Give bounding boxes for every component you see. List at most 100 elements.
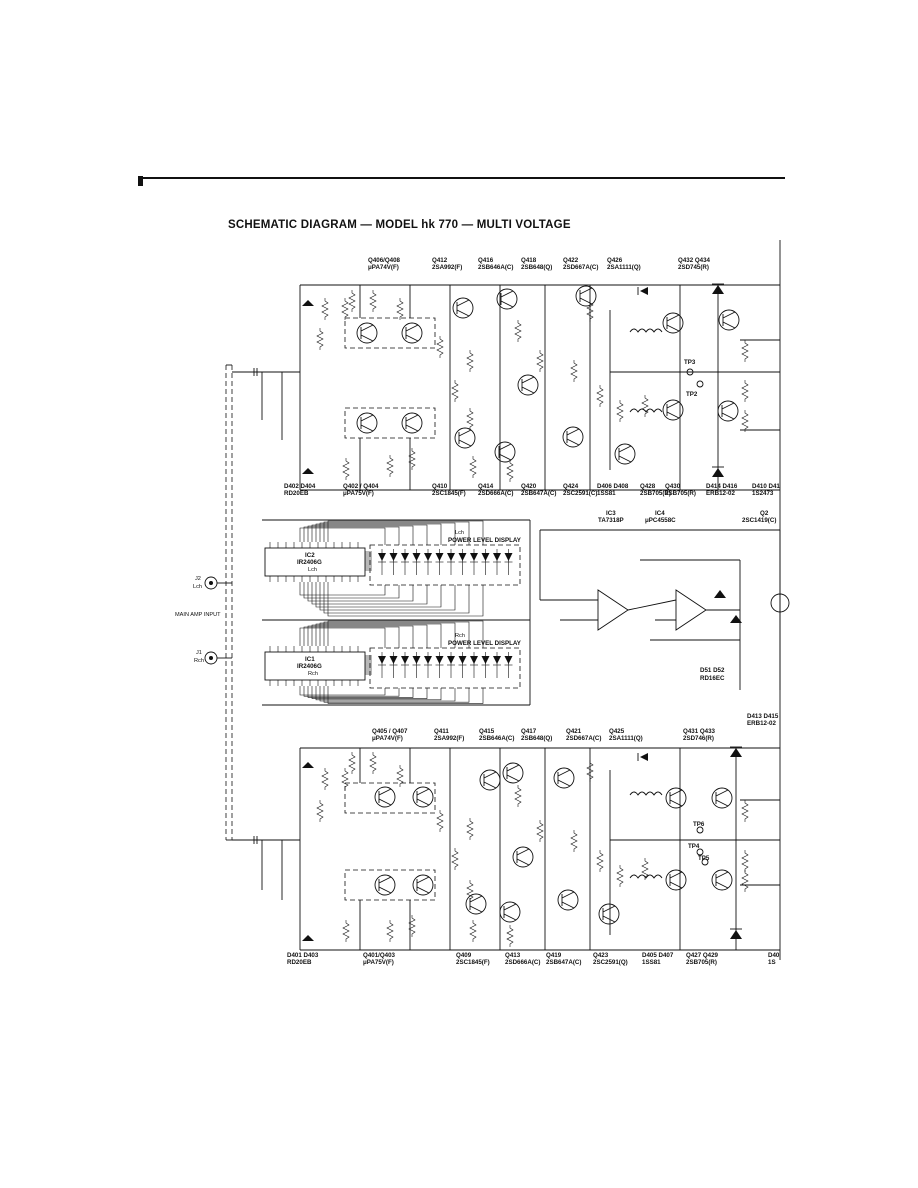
lch-display-channel: Lch (455, 530, 464, 536)
opamp-section: IC3 TA7318P IC4 μPC4558C Q2 2SC1419(C) D… (539, 510, 790, 727)
top-transistor-12 (662, 312, 684, 334)
bottom-footer-part-7: 2SB705(R) (686, 959, 717, 966)
bottom-footer-part-4: 2SB647A(C) (546, 959, 581, 966)
bottom-transistor-1 (412, 786, 434, 808)
bottom-resistor-16 (741, 870, 749, 892)
d413-d415-ref: D413 D415 (747, 713, 779, 720)
top-transistor-10 (562, 426, 584, 448)
top-resistor-8 (451, 380, 459, 402)
top-footer-part-4: 2SB647A(C) (521, 490, 556, 497)
top-resistor-6 (436, 336, 444, 358)
rch-display-channel: Rch (455, 633, 465, 639)
bottom-footer-ref-2: Q409 (456, 952, 472, 959)
bottom-header-part-3: 2SB648(Q) (521, 735, 552, 742)
top-resistor-3 (341, 298, 349, 320)
bottom-footer-ref-4: Q419 (546, 952, 562, 959)
bottom-resistor-23 (641, 858, 649, 880)
bottom-footer-part-6: 1SS81 (642, 959, 661, 966)
bottom-transistor-5 (502, 762, 524, 784)
top-header-part-3: 2SB648(Q) (521, 264, 552, 271)
bottom-footer-part-8: 1S (768, 959, 776, 966)
bottom-header-ref-4: Q421 (566, 728, 582, 735)
jack-j1-channel: Rch (194, 658, 204, 664)
lch-display-label: POWER LEVEL DISPLAY (448, 537, 522, 544)
top-resistor-23 (641, 395, 649, 417)
lch-display-box (369, 544, 521, 586)
top-header-ref-4: Q422 (563, 257, 579, 264)
ic4-part: μPC4558C (645, 517, 676, 524)
top-amplifier: Q406/Q408μPA74V(F)Q4122SA992(F)Q4162SB64… (232, 257, 780, 497)
top-transistor-2 (356, 412, 378, 434)
d51-d52-ref: D51 D52 (700, 667, 725, 674)
top-header-ref-5: Q426 (607, 257, 623, 264)
q2-ref: Q2 (760, 510, 769, 517)
top-resistor-0 (348, 290, 356, 312)
top-transistor-7 (517, 374, 539, 396)
bottom-footer-ref-6: D405 D407 (642, 952, 674, 959)
jack-j1-ref: J1 (196, 650, 202, 656)
bottom-transistor-12 (665, 787, 687, 809)
top-header-ref-3: Q418 (521, 257, 537, 264)
top-footer-ref-8: Q430 (665, 483, 681, 490)
top-resistor-17 (408, 448, 416, 470)
top-resistor-16 (741, 410, 749, 432)
top-resistor-13 (596, 385, 604, 407)
top-header-ref-2: Q416 (478, 257, 494, 264)
d51-d52-part: RD16EC (700, 675, 725, 682)
top-transistor-11 (614, 443, 636, 465)
top-footer-part-6: 1SS81 (597, 490, 616, 497)
top-footer-part-10: 1S2473 (752, 490, 774, 497)
bottom-transistor-2 (374, 874, 396, 896)
top-resistor-22 (616, 400, 624, 422)
bottom-header-part-6: 2SD746(R) (683, 735, 714, 742)
top-footer-part-5: 2SC2591(C) (563, 490, 597, 497)
bottom-transistor-4 (479, 769, 501, 791)
top-footer-ref-6: D406 D408 (597, 483, 629, 490)
top-footer-part-2: 2SC1845(F) (432, 490, 466, 497)
q2-part: 2SC1419(C) (742, 517, 776, 524)
top-footer-part-1: μPA75V(F) (343, 490, 374, 497)
bottom-footer-ref-8: D40 (768, 952, 780, 959)
top-footer-ref-4: Q420 (521, 483, 537, 490)
bottom-transistor-8 (465, 893, 487, 915)
ic2-ref: IC2 (305, 552, 315, 559)
bottom-footer-part-0: RD20EB (287, 959, 312, 966)
bottom-footer-ref-5: Q423 (593, 952, 609, 959)
top-header-part-0: μPA74V(F) (368, 264, 399, 271)
bottom-footer-part-2: 2SC1845(F) (456, 959, 490, 966)
input-section: J2 Lch J1 Rch MAIN AMP INPUT (175, 364, 233, 841)
bottom-resistor-14 (741, 800, 749, 822)
top-footer-ref-2: Q410 (432, 483, 448, 490)
top-footer-ref-10: D410 D41 (752, 483, 780, 490)
tp5-label: TP5 (698, 855, 710, 862)
corner-mark (138, 176, 143, 186)
top-transistor-6 (575, 285, 597, 307)
top-footer-part-9: ERB12-02 (706, 490, 735, 497)
bottom-transistor-3 (412, 874, 434, 896)
bottom-resistor-4 (316, 800, 324, 822)
top-resistor-18 (386, 455, 394, 477)
display-section: IC2 IR2406G Lch IC1 IR2406G Rch Lch POWE… (262, 519, 531, 706)
bottom-footer-part-3: 2SD666A(C) (505, 959, 540, 966)
bottom-header-part-5: 2SA1111(Q) (609, 735, 643, 742)
top-header-ref-6: Q432 Q434 (678, 257, 711, 264)
top-footer-ref-0: D402 D404 (284, 483, 316, 490)
top-resistor-7 (466, 350, 474, 372)
top-resistor-11 (536, 350, 544, 372)
bottom-resistor-22 (616, 865, 624, 887)
top-transistor-1 (401, 322, 423, 344)
bottom-footer-ref-0: D401 D403 (287, 952, 319, 959)
top-header-part-1: 2SA992(F) (432, 264, 462, 271)
bottom-transistor-10 (557, 889, 579, 911)
bottom-header-part-4: 2SD667A(C) (566, 735, 601, 742)
top-transistor-14 (718, 309, 740, 331)
top-resistor-12 (570, 360, 578, 382)
bottom-transistor-6 (553, 767, 575, 789)
bottom-transistor-0 (374, 786, 396, 808)
ic2-channel: Lch (308, 567, 317, 573)
top-footer-part-0: RD20EB (284, 490, 309, 497)
bottom-header-ref-3: Q417 (521, 728, 537, 735)
top-footer-ref-1: Q402 / Q404 (343, 483, 379, 490)
bottom-resistor-24 (466, 880, 474, 902)
